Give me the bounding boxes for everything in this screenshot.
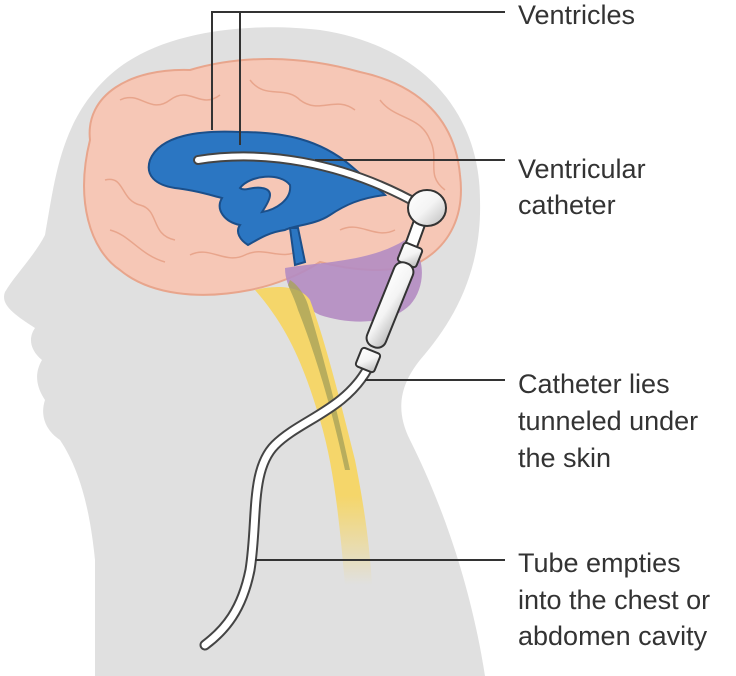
label-tunneled-1: Catheter lies xyxy=(518,369,670,399)
thalamus xyxy=(238,175,292,214)
label-tunneled-2: tunneled under xyxy=(518,406,698,436)
label-tube-empties-2: into the chest or xyxy=(518,585,710,615)
ventricle-stem xyxy=(288,227,307,267)
label-tube-empties-1: Tube empties xyxy=(518,548,681,578)
label-ventricles: Ventricles xyxy=(518,0,635,30)
brain-folds xyxy=(104,79,446,263)
label-ventricular-catheter-1: Ventricular xyxy=(518,154,646,184)
label-tunneled-3: the skin xyxy=(518,443,611,473)
label-tube-empties-3: abdomen cavity xyxy=(518,621,708,651)
spinal-cord xyxy=(255,287,372,585)
brainstem xyxy=(288,280,350,470)
label-ventricular-catheter-2: catheter xyxy=(518,190,616,220)
ventricles-leader xyxy=(211,11,505,145)
shunt-valve xyxy=(354,189,447,374)
